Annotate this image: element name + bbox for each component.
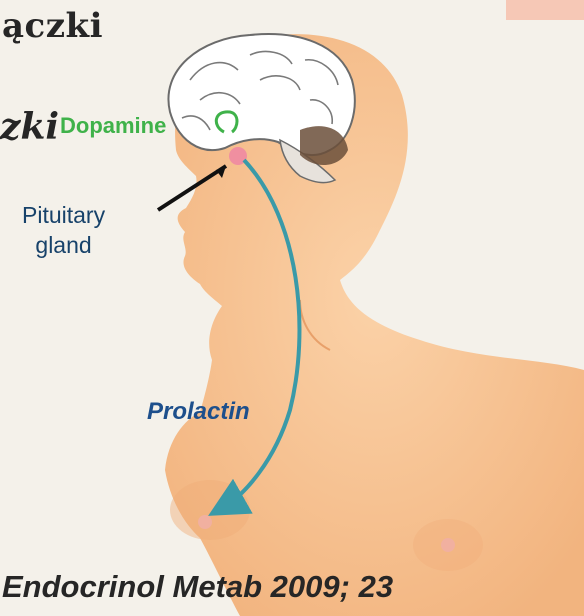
nipple-right [441,538,455,552]
pituitary-label: Pituitary gland [22,200,105,260]
nipple-left [198,515,212,529]
slide-title-line2: zki [0,106,59,148]
citation: Endocrinol Metab 2009; 23 [2,569,393,605]
corner-ornament [506,0,584,20]
breast-shade [170,480,250,540]
slide-title-line1: ączki [2,6,103,46]
pituitary-label-line1: Pituitary [22,200,105,230]
dopamine-label: Dopamine [60,113,166,139]
prolactin-label: Prolactin [147,398,250,426]
pituitary-label-line2: gland [22,230,105,260]
